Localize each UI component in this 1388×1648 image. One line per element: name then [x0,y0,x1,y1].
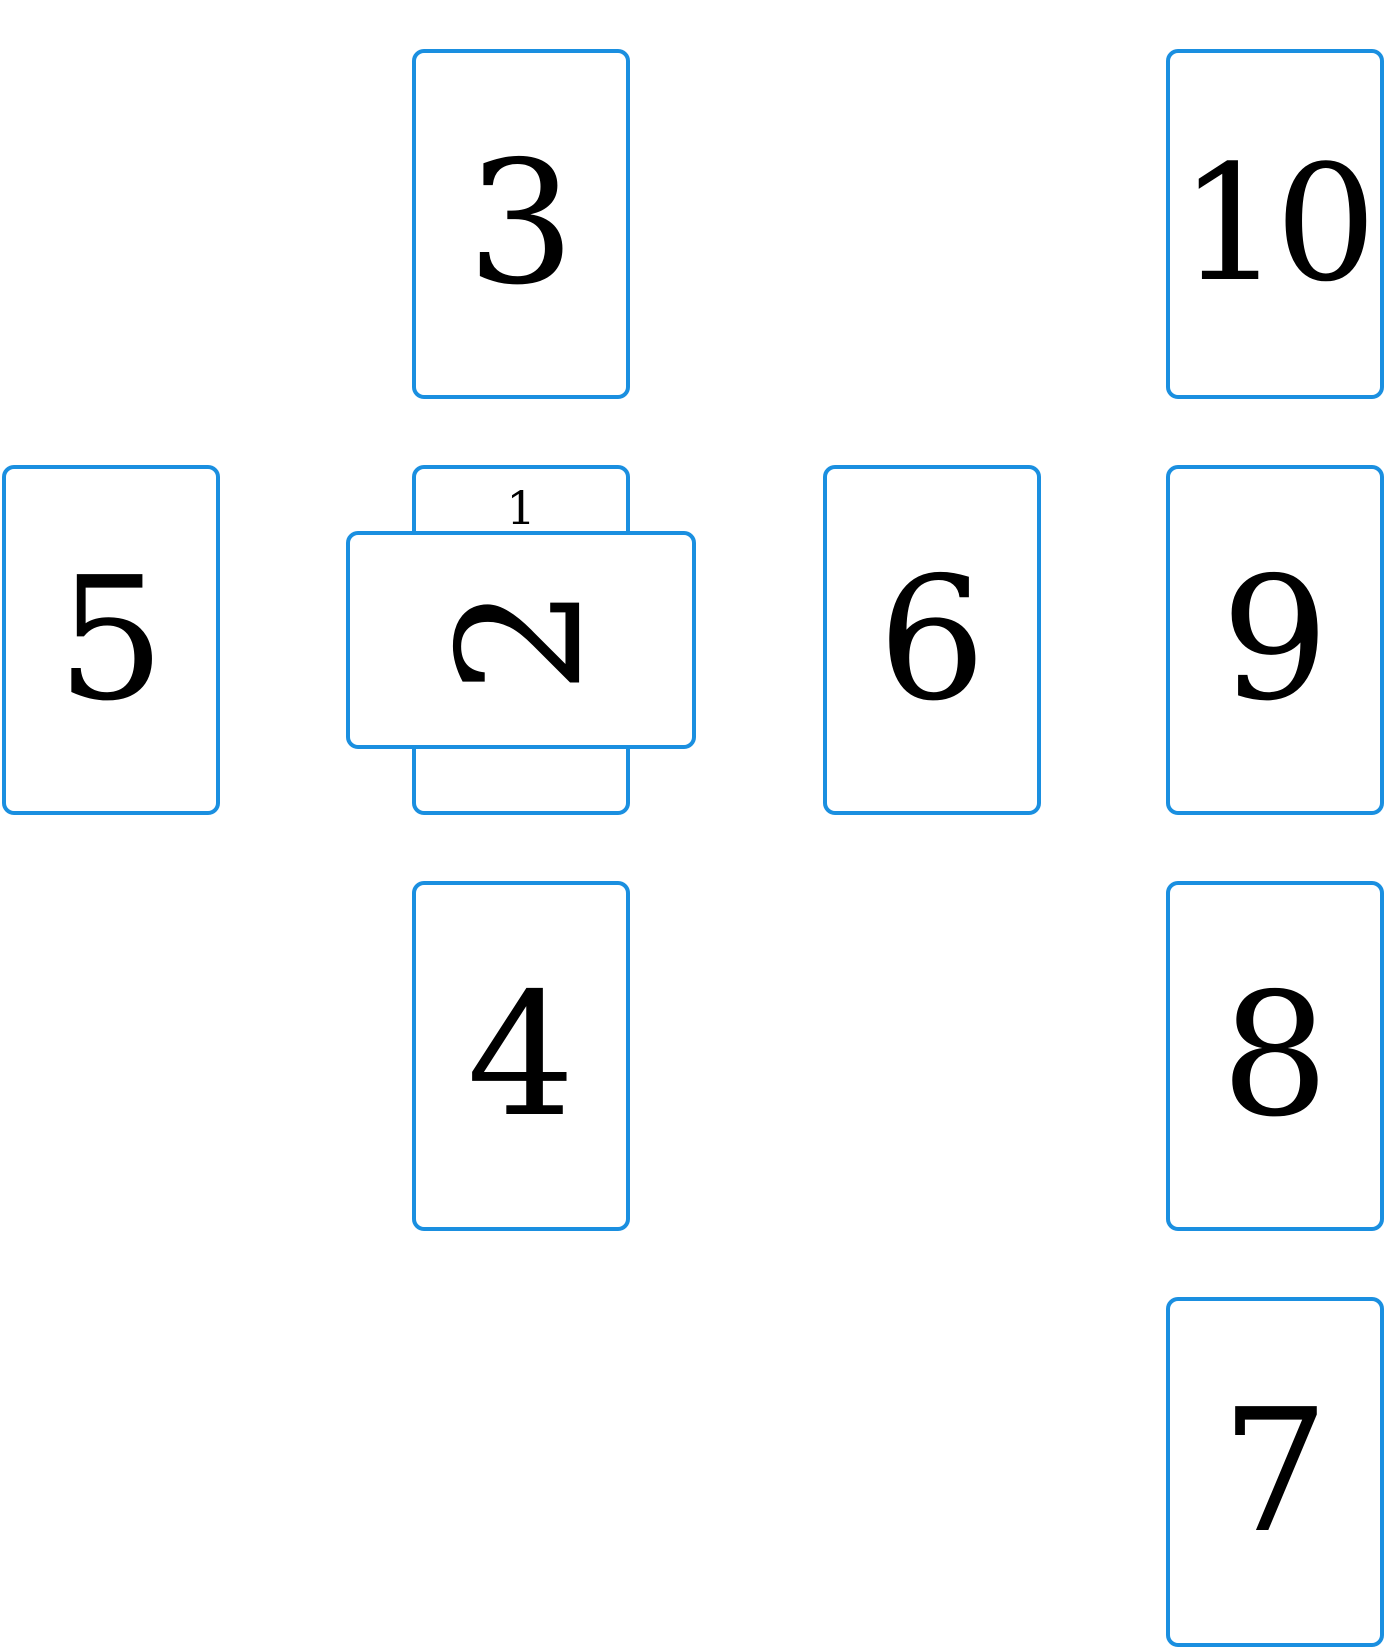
card-number: 7 [1220,1373,1330,1571]
card-number: 1 [506,481,536,535]
card-number: 4 [466,957,576,1155]
card-position-9[interactable]: 9 [1166,465,1384,815]
card-position-5[interactable]: 5 [2,465,220,815]
card-position-2-crossing[interactable]: 2 [346,531,696,749]
card-position-3[interactable]: 3 [412,49,630,399]
card-number: 9 [1220,541,1330,739]
card-number: 10 [1179,130,1377,317]
card-number: 5 [56,541,166,739]
card-position-10[interactable]: 10 [1166,49,1384,399]
card-position-6[interactable]: 6 [823,465,1041,815]
card-number: 6 [877,541,987,739]
card-number: 2 [421,585,620,695]
card-position-4[interactable]: 4 [412,881,630,1231]
card-position-8[interactable]: 8 [1166,881,1384,1231]
card-number: 8 [1220,957,1330,1155]
card-number: 3 [466,125,576,323]
card-position-7[interactable]: 7 [1166,1297,1384,1647]
